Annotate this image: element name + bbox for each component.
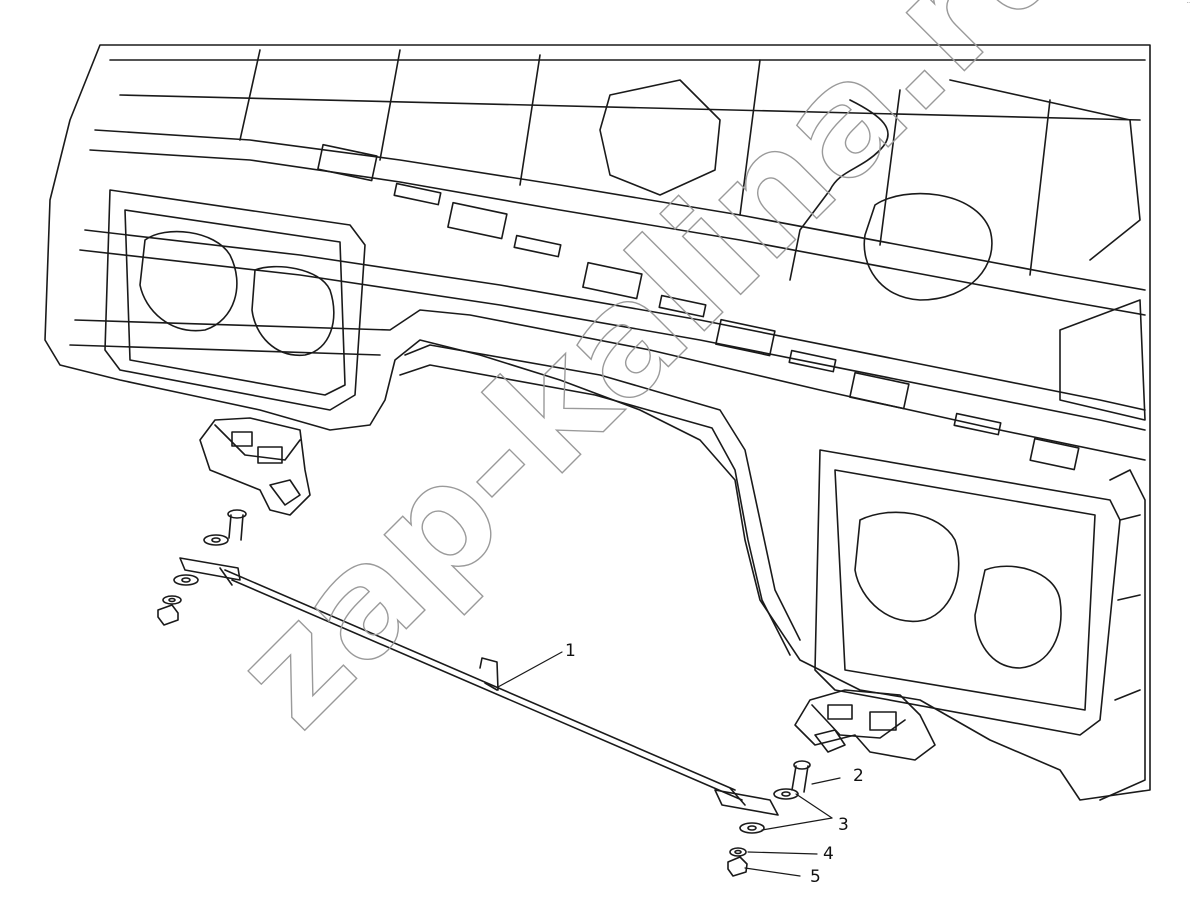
callout-label-2: 2 [853,766,864,786]
callout-label-4: 4 [823,844,834,864]
watermark-text: zap-kalina.ru [202,0,1108,760]
fasteners-left [157,509,247,626]
cross-tube-part [179,557,779,816]
callout-label-3: 3 [838,815,849,835]
body-panel [44,44,1151,801]
callout-label-1: 1 [565,641,576,661]
callout-label-5: 5 [810,867,821,887]
bracket-right [794,689,936,761]
leader-lines [497,651,841,877]
fasteners-right [727,760,811,877]
bracket-left [199,417,311,516]
corner-mark: ¨ [1185,2,1191,12]
